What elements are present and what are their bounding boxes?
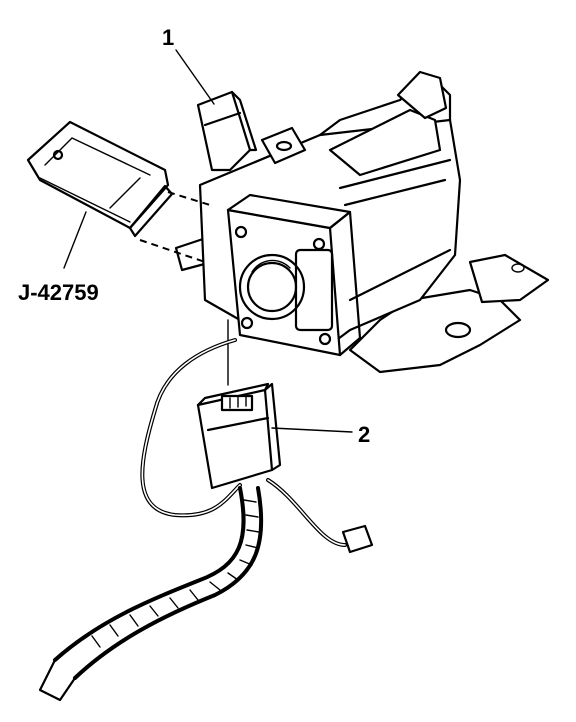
item-2-connector xyxy=(196,319,282,490)
alignment-guides xyxy=(139,191,211,263)
callout-2-label: 2 xyxy=(358,422,370,447)
item-1-component xyxy=(196,90,307,172)
callout-1-label: 1 xyxy=(162,25,174,50)
tool-number-label: J-42759 xyxy=(18,280,99,305)
alignment-tool xyxy=(26,120,174,238)
leader-lines xyxy=(63,49,353,433)
front-face xyxy=(226,193,362,357)
wiring-harness xyxy=(38,338,374,702)
